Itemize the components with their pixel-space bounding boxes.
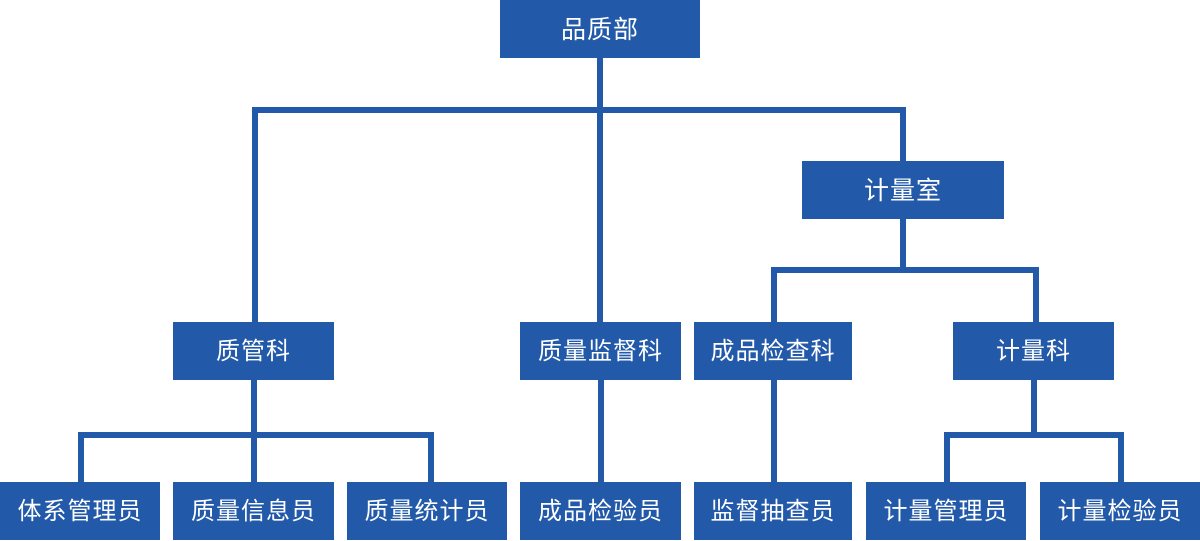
org-node-label: 质管科 bbox=[216, 337, 291, 365]
connector-line-vertical bbox=[771, 267, 777, 322]
connector-line-vertical bbox=[252, 107, 258, 322]
connector-line-horizontal bbox=[944, 432, 1124, 438]
connector-line-vertical bbox=[78, 432, 84, 482]
org-node-label: 计量管理员 bbox=[883, 497, 1009, 525]
org-node-n12[interactable]: 计量检验员 bbox=[1040, 482, 1200, 540]
org-node-n10[interactable]: 监督抽查员 bbox=[694, 482, 852, 540]
org-node-label: 监督抽查员 bbox=[710, 497, 836, 525]
org-node-n7[interactable]: 质量信息员 bbox=[173, 482, 334, 540]
org-node-label: 计量检验员 bbox=[1057, 497, 1183, 525]
org-node-label: 计量室 bbox=[863, 175, 942, 205]
org-node-n4[interactable]: 成品检查科 bbox=[694, 322, 852, 380]
connector-line-vertical bbox=[944, 432, 950, 482]
org-node-n1[interactable]: 计量室 bbox=[802, 161, 1004, 219]
connector-line-horizontal bbox=[771, 267, 1039, 273]
org-node-n3[interactable]: 质量监督科 bbox=[520, 322, 681, 380]
connector-line-vertical bbox=[900, 107, 906, 161]
org-node-n8[interactable]: 质量统计员 bbox=[347, 482, 507, 540]
connector-line-vertical bbox=[1118, 432, 1124, 482]
org-node-n5[interactable]: 计量科 bbox=[953, 322, 1114, 380]
org-node-n11[interactable]: 计量管理员 bbox=[866, 482, 1026, 540]
connector-line-vertical bbox=[900, 219, 906, 271]
connector-line-vertical bbox=[1031, 380, 1037, 438]
connector-line-vertical bbox=[1033, 267, 1039, 322]
org-node-label: 质量统计员 bbox=[364, 497, 490, 525]
org-node-label: 品质部 bbox=[560, 14, 639, 44]
org-node-label: 成品检查科 bbox=[710, 337, 836, 365]
org-node-n9[interactable]: 成品检验员 bbox=[520, 482, 681, 540]
connector-line-vertical bbox=[597, 107, 603, 322]
connector-line-horizontal bbox=[252, 107, 906, 113]
connector-line-vertical bbox=[598, 380, 604, 482]
connector-line-vertical bbox=[771, 380, 777, 482]
org-node-label: 质量信息员 bbox=[191, 497, 316, 525]
connector-line-vertical bbox=[597, 58, 603, 110]
connector-line-vertical bbox=[251, 432, 257, 482]
org-node-label: 体系管理员 bbox=[17, 497, 143, 525]
org-node-n0[interactable]: 品质部 bbox=[500, 0, 700, 58]
org-node-label: 质量监督科 bbox=[538, 337, 663, 365]
connector-line-vertical bbox=[251, 380, 257, 438]
org-node-label: 计量科 bbox=[996, 337, 1071, 365]
org-node-n6[interactable]: 体系管理员 bbox=[0, 482, 160, 540]
org-node-label: 成品检验员 bbox=[538, 497, 663, 525]
org-node-n2[interactable]: 质管科 bbox=[173, 322, 334, 380]
connector-line-vertical bbox=[428, 432, 434, 482]
